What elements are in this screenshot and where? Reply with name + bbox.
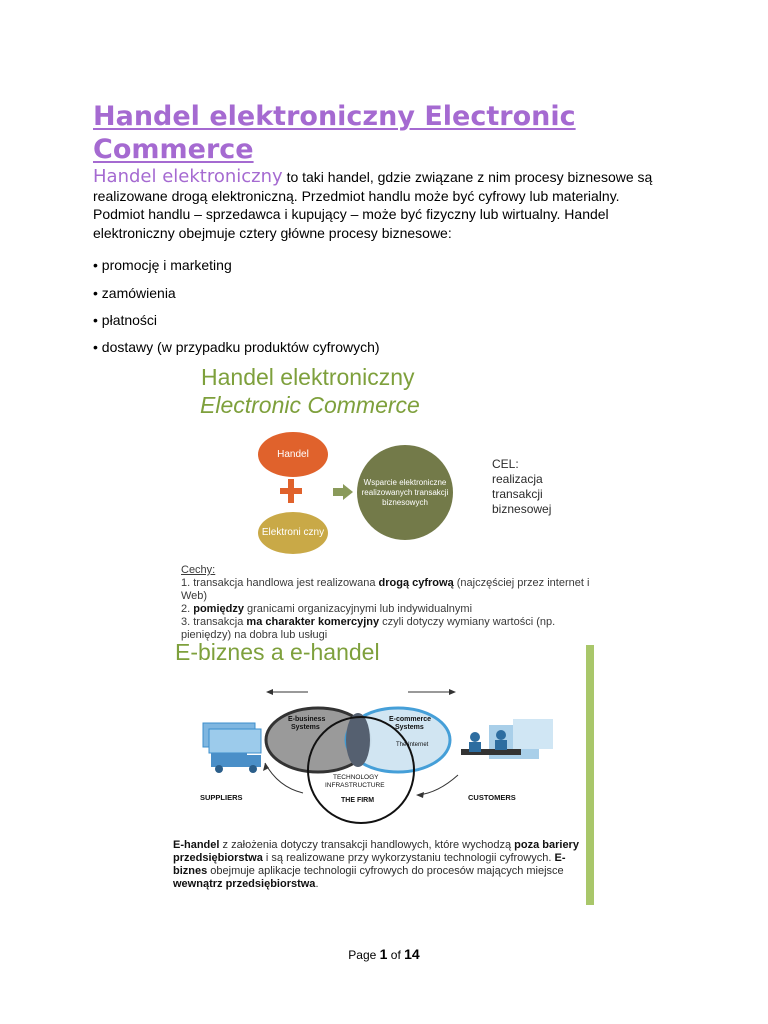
figure-title: Handel elektroniczny: [201, 365, 415, 390]
ehandel-text: .: [315, 878, 319, 890]
cechy-item: 2. pomiędzy granicami organizacyjnymi lu…: [181, 603, 591, 616]
page-footer: Page 1 of 14: [0, 946, 768, 962]
page-title: Handel elektroniczny Electronic Commerce: [93, 101, 576, 165]
customer-arrow-head: [416, 792, 424, 798]
internet-label: The Internet: [396, 742, 429, 748]
circle-elektroniczny: Elektroni czny: [258, 512, 328, 554]
intro-text: to taki handel, gdzie związane z nim pro…: [93, 169, 653, 241]
tech-label: TECHNOLOGY: [333, 774, 379, 781]
ehandel-bold: E-handel: [173, 839, 220, 851]
arrow-right-head: [449, 689, 456, 695]
ehandel-bold: E-biznes: [173, 852, 566, 877]
cel-line: biznesowej: [492, 502, 552, 516]
cechy-list: Cechy: 1. transakcja handlowa jest reali…: [181, 564, 591, 642]
suppliers-label: SUPPLIERS: [200, 793, 243, 802]
footer-page-word: Page: [348, 948, 377, 962]
ebiznes-title: E-biznes a e-handel: [175, 639, 380, 665]
cel-text: CEL: realizacja transakcji biznesowej: [492, 457, 551, 517]
circle-handel: Handel: [258, 432, 328, 477]
intro-paragraph: Handel elektroniczny to taki handel, gdz…: [93, 166, 673, 242]
cechy-text: 1. transakcja handlowa jest realizowana: [181, 577, 379, 589]
cechy-bold: drogą cyfrową: [378, 577, 454, 589]
footer-page-number: 1: [379, 946, 388, 962]
venn-diagram: E-business Systems E-commerce Systems Th…: [200, 689, 553, 824]
tech-label: INFRASTRUCTURE: [325, 782, 385, 789]
ehandel-paragraph: E-handel z założenia dotyczy transakcji …: [173, 839, 583, 891]
venn-overlap: [346, 713, 370, 767]
cechy-item: 1. transakcja handlowa jest realizowana …: [181, 577, 591, 603]
bullet-item: • płatności: [93, 312, 158, 328]
cechy-text: granicami organizacyjnymi lub indywidual…: [243, 603, 473, 615]
ehandel-text: z założenia dotyczy transakcji handlowyc…: [219, 839, 515, 851]
supplier-truck-icon: [202, 722, 262, 773]
cechy-item: 3. transakcja ma charakter komercyjny cz…: [181, 616, 591, 642]
cechy-text: czyli dotyczy wymiany wartości (np. pien…: [181, 616, 556, 641]
arrow-right-icon: [333, 484, 353, 500]
cechy-text: 3. transakcja: [181, 616, 247, 628]
firm-circle: [307, 716, 415, 824]
customers-icon: [461, 719, 553, 759]
footer-of-word: of: [390, 948, 401, 962]
intro-lead: Handel elektroniczny: [93, 166, 283, 187]
ehandel-bold: wewnątrz przedsiębiorstwa: [173, 878, 316, 890]
green-divider: [586, 645, 594, 905]
cechy-bold: ma charakter komercyjny: [246, 616, 380, 628]
ehandel-text: obejmuje aplikacje technologii cyfrowych…: [207, 865, 564, 877]
cechy-heading: Cechy:: [181, 564, 216, 576]
ebusiness-label: Systems: [291, 724, 320, 731]
firm-label: THE FIRM: [341, 797, 374, 804]
cel-line: transakcji: [492, 487, 543, 501]
ehandel-text: i są realizowane przy wykorzystaniu tech…: [262, 852, 555, 864]
circle-wsparcie: Wsparcie elektroniczne realizowanych tra…: [357, 445, 453, 540]
ecommerce-figure: Handel elektroniczny Electronic Commerce…: [173, 365, 598, 905]
cechy-text: 2.: [181, 603, 194, 615]
cel-line: CEL:: [492, 457, 519, 471]
bullet-item: • promocję i marketing: [93, 257, 232, 273]
cel-line: realizacja: [492, 472, 543, 486]
cechy-text: (najczęściej przez internet i Web): [181, 577, 590, 602]
plus-icon: [280, 479, 302, 503]
ehandel-bold: poza bariery przedsiębiorstwa: [173, 839, 579, 864]
arrow-left-head: [266, 689, 273, 695]
customers-label: CUSTOMERS: [468, 793, 516, 802]
cechy-bold: pomiędzy: [193, 603, 244, 615]
figure-subtitle: Electronic Commerce: [200, 392, 420, 418]
bullet-item: • dostawy (w przypadku produktów cyfrowy…: [93, 339, 380, 355]
supplier-arrow-head: [263, 763, 269, 771]
ecommerce-label: Systems: [395, 724, 424, 731]
footer-page-total: 14: [404, 946, 420, 962]
ebusiness-label: E-business: [288, 716, 325, 723]
bullet-item: • zamówienia: [93, 285, 176, 301]
ecommerce-label: E-commerce: [389, 716, 431, 723]
